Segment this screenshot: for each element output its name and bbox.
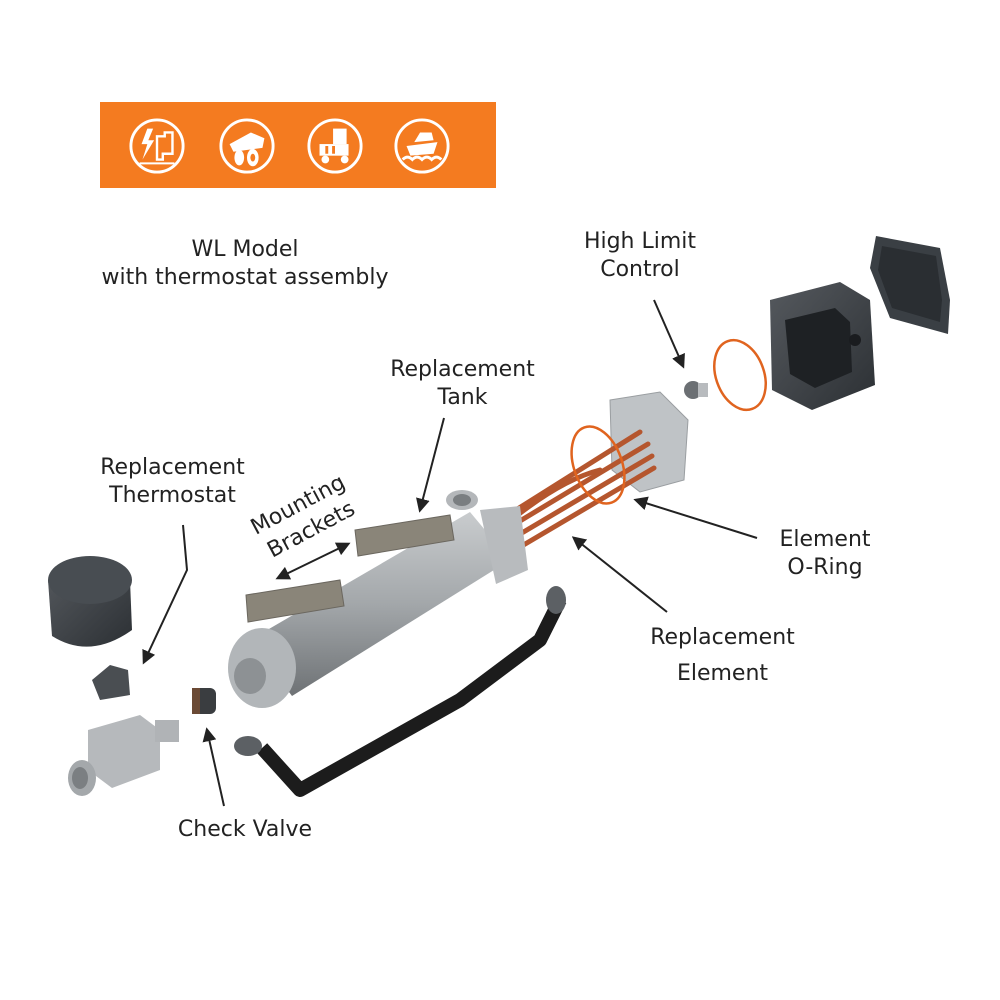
thermostat-junction-box xyxy=(48,556,132,647)
label-high-limit-control: High Limit Control xyxy=(560,228,720,284)
label-check-valve: Check Valve xyxy=(165,816,325,844)
label-replacement-tank-line1: Replacement xyxy=(390,357,535,382)
hose-fitting-bottom xyxy=(234,736,262,756)
label-replacement-thermostat-line2: Thermostat xyxy=(109,483,236,508)
label-replacement-element: Replacement Element xyxy=(635,620,810,692)
replacement-tank-arrow xyxy=(416,417,445,513)
element-o-ring xyxy=(570,425,626,505)
replacement-thermostat-arrow xyxy=(142,524,189,665)
power-generation-icon xyxy=(129,118,185,174)
label-element-o-ring-line2: O-Ring xyxy=(787,555,863,580)
label-check-valve-line1: Check Valve xyxy=(177,817,313,842)
hose-fitting-top xyxy=(546,586,566,614)
label-element-o-ring-line1: Element xyxy=(779,527,871,552)
label-high-limit-control-line1: High Limit xyxy=(583,229,697,254)
mounting-brackets-arrow xyxy=(275,542,351,580)
label-high-limit-control-line2: Control xyxy=(600,257,680,282)
check-valve-arrow xyxy=(202,727,225,807)
check-valve-part xyxy=(192,688,216,714)
model-title-line1: WL Model xyxy=(191,237,299,262)
label-replacement-tank-line2: Tank xyxy=(437,385,488,410)
label-replacement-tank: Replacement Tank xyxy=(375,356,550,412)
replacement-element-arrow xyxy=(571,536,668,613)
high-limit-control xyxy=(684,381,708,399)
industry-banner xyxy=(100,102,496,188)
thermostat-housing-block xyxy=(68,715,179,796)
semi-truck-icon xyxy=(307,118,363,174)
mining-truck-icon xyxy=(219,118,275,174)
high-limit-control-arrow xyxy=(653,299,685,369)
label-element-o-ring: Element O-Ring xyxy=(760,526,890,582)
model-title-line2: with thermostat assembly xyxy=(101,265,389,290)
element-o-ring-arrow xyxy=(633,496,758,539)
label-replacement-thermostat: Replacement Thermostat xyxy=(85,454,260,510)
coolant-hose xyxy=(256,596,567,797)
label-replacement-element-line1: Replacement xyxy=(650,625,795,650)
model-title: WL Model with thermostat assembly xyxy=(95,236,395,292)
junction-box-lid xyxy=(870,236,950,334)
label-replacement-thermostat-line1: Replacement xyxy=(100,455,245,480)
mounting-brackets xyxy=(245,514,455,623)
junction-box-housing xyxy=(770,282,875,410)
replacement-tank xyxy=(228,490,528,708)
label-replacement-element-line2: Element xyxy=(676,661,769,686)
replacement-thermostat-part xyxy=(92,665,130,700)
marine-boat-icon xyxy=(394,118,450,174)
housing-o-ring xyxy=(713,338,767,412)
